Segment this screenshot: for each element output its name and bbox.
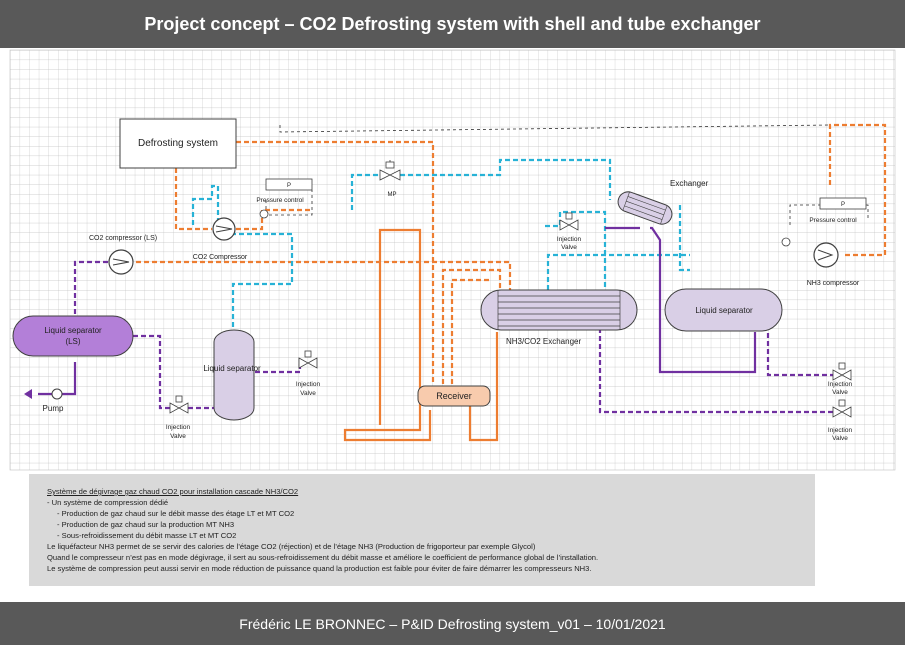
liquid-separator-mid xyxy=(213,329,255,421)
notes-line: - Production de gaz chaud sur la product… xyxy=(57,520,235,529)
liquid-separator-right xyxy=(664,288,783,332)
co2-compressor-label: CO2 Compressor xyxy=(193,254,248,261)
injection-valve-r2-label-2: Valve xyxy=(832,435,848,442)
exchanger-tubes xyxy=(497,290,621,330)
notes-line: - Production de gaz chaud sur le débit m… xyxy=(57,509,295,518)
pump-icon xyxy=(51,388,63,400)
notes-heading: Système de dégivrage gaz chaud CO2 pour … xyxy=(47,487,299,496)
nh3-compressor-icon xyxy=(813,242,839,268)
co2-compressor-ls-icon xyxy=(108,249,134,275)
liquid-separator-ls xyxy=(12,315,134,357)
pipe-pump xyxy=(38,362,77,396)
pressure-control-right-box xyxy=(819,197,867,210)
liquid-separator-mid-label: Liquid separator xyxy=(203,364,261,373)
injection-valve-left-icon xyxy=(169,402,180,414)
pid-diagram: Defrosting system P Pressure control CO2… xyxy=(9,49,896,471)
injection-valve-left-label-1: Injection xyxy=(166,424,191,431)
notes-line: - Un système de compression dédié xyxy=(47,498,169,507)
injection-valve-r1-label-1: Injection xyxy=(828,381,853,388)
pipe-exchanger-out xyxy=(650,226,757,374)
pressure-control-left-label: Pressure control xyxy=(256,197,304,204)
injection-valve-r2-icon xyxy=(832,406,843,418)
injection-valve-top-label-1: Injection xyxy=(557,236,582,243)
pipe-cyan-exchanger xyxy=(678,205,690,272)
defrosting-system-label: Defrosting system xyxy=(138,138,218,149)
injection-valve-r1-icon xyxy=(832,369,843,381)
pump-label: Pump xyxy=(43,404,64,413)
nh3-co2-exchanger-label: NH3/CO2 Exchanger xyxy=(506,337,581,346)
pipe-cyan-main xyxy=(191,184,220,229)
pipe-cyan-inj xyxy=(545,210,607,290)
injection-valve-r1-label-2: Valve xyxy=(832,389,848,396)
exchanger-label: Exchanger xyxy=(670,179,709,188)
pipe-cyan-top xyxy=(231,232,294,330)
nh3-compressor-label: NH3 compressor xyxy=(807,280,860,287)
receiver-label: Receiver xyxy=(436,391,472,401)
liquid-separator-ls-label-1: Liquid separator xyxy=(44,326,102,335)
notes-line: Quand le compresseur n’est pas en mode d… xyxy=(47,553,599,562)
liquid-separator-ls-label-2: (LS) xyxy=(65,337,80,346)
receiver xyxy=(417,385,491,407)
pipe-nh3-dashed xyxy=(828,123,887,257)
notes-line: Le système de compression peut aussi ser… xyxy=(47,564,592,573)
injection-valve-mid-label-1: Injection xyxy=(296,381,321,388)
injection-valve-mid-icon xyxy=(298,357,309,369)
p-right-label: P xyxy=(841,202,845,208)
defrosting-system-box xyxy=(119,118,237,169)
footer-bar: Frédéric LE BRONNEC – P&ID Defrosting sy… xyxy=(0,602,905,645)
pipe-defrost-to-receiver-dashed xyxy=(236,140,435,385)
exchanger xyxy=(617,191,673,225)
page-title: Project concept – CO2 Defrosting system … xyxy=(144,13,761,34)
pressure-gauge-left-icon xyxy=(259,209,269,219)
pipe-receiver-loop xyxy=(343,228,432,442)
injection-valve-top-icon xyxy=(559,219,570,231)
pressure-control-right-label: Pressure control xyxy=(809,217,857,224)
pressure-gauge-right-icon xyxy=(781,237,791,247)
notes-line: - Sous-refroidissement du débit masse LT… xyxy=(57,531,237,540)
p-left-label: P xyxy=(287,183,291,189)
pipe-hx-gas2-dashed xyxy=(450,278,490,400)
pipe-nh3-hx-dashed xyxy=(598,320,835,414)
mp-label: MP xyxy=(388,192,397,198)
injection-valve-top-label-2: Valve xyxy=(561,244,577,251)
pipe-ls-out-dashed xyxy=(133,334,170,410)
pipe-defrost-left-dashed xyxy=(174,168,212,231)
liquid-separator-right-label: Liquid separator xyxy=(695,306,753,315)
notes-line: Le liquéfacteur NH3 permet de se servir … xyxy=(47,542,536,551)
notes-panel: Système de dégivrage gaz chaud CO2 pour … xyxy=(29,474,815,586)
purple-pipes xyxy=(38,226,835,414)
cyan-pipes xyxy=(191,158,690,330)
pipe-cyan-mp xyxy=(350,158,612,210)
pressure-control-left-box xyxy=(265,178,313,191)
co2-compressor-icon xyxy=(212,217,236,241)
pipe-right-inj-dashed xyxy=(766,325,835,377)
injection-valve-r2-label-1: Injection xyxy=(828,427,853,434)
pipe-cyan-bottom xyxy=(546,253,690,290)
co2-compressor-ls-label: CO2 compressor (LS) xyxy=(89,235,157,242)
pipe-receiver-bottom xyxy=(468,332,499,442)
pump-arrow-icon xyxy=(24,389,32,399)
injection-valve-mid-label-2: Valve xyxy=(300,390,316,397)
grid-background xyxy=(9,49,896,471)
pipe-hx-gas-dashed xyxy=(441,268,502,400)
title-bar: Project concept – CO2 Defrosting system … xyxy=(0,0,905,48)
pipe-ls-discharge-dashed xyxy=(136,260,512,290)
injection-valve-left-label-2: Valve xyxy=(170,433,186,440)
pipe-compressor-dashed xyxy=(236,208,312,231)
mp-valve-icon xyxy=(379,169,391,181)
footer-text: Frédéric LE BRONNEC – P&ID Defrosting sy… xyxy=(239,615,666,632)
pipe-ls-suction-dashed xyxy=(73,260,108,318)
orange-pipes xyxy=(136,123,887,442)
